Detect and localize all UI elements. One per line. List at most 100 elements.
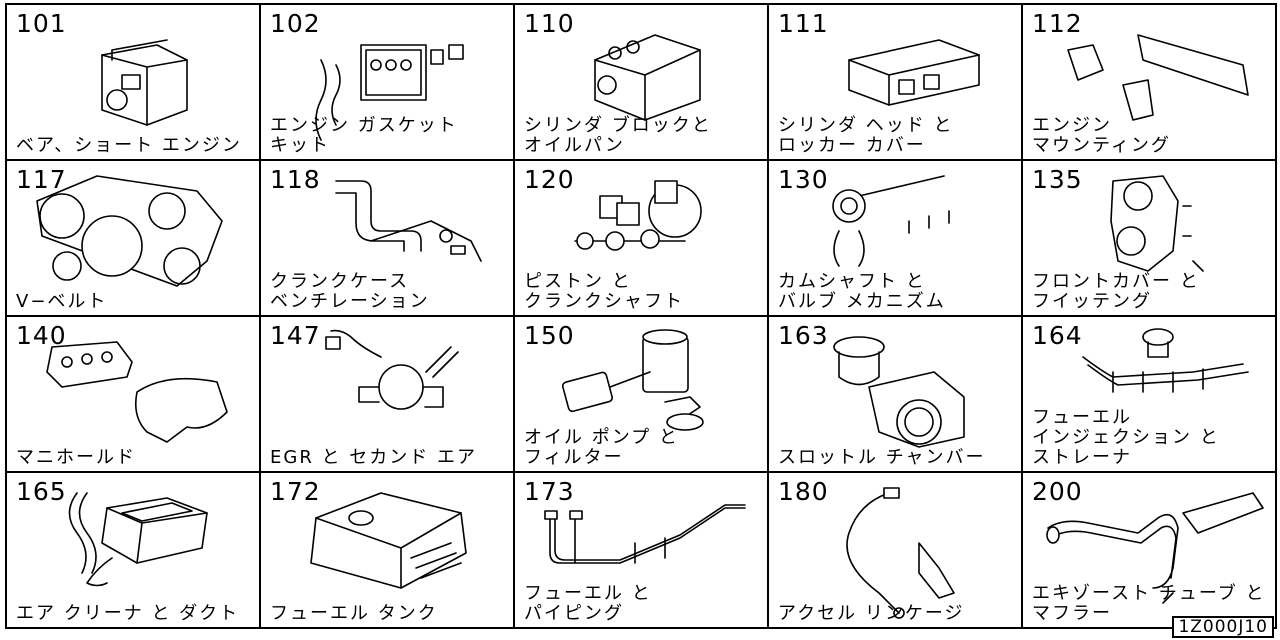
category-label-line: ベンチレーション: [270, 291, 430, 312]
category-label: カムシャフト とバルブ メカニズム: [778, 272, 946, 312]
category-number: 140: [16, 321, 67, 350]
category-cell-102[interactable]: 102 エンジン ガスケットキット: [259, 3, 515, 161]
gasket-kit-icon: [315, 44, 464, 141]
category-number: 172: [270, 477, 321, 506]
fuel-piping-icon: [544, 504, 746, 564]
diagram-code: 1Z000J10: [1172, 616, 1274, 638]
category-label: フューエルインジェクション とストレーナ: [1032, 408, 1220, 468]
category-cell-150[interactable]: 150 オイル ポンプ とフィルター: [513, 315, 769, 473]
egr-valve-icon: [325, 329, 459, 410]
category-label: シリンダ ヘッド とロッカー カバー: [778, 116, 953, 156]
category-label: マニホールド: [16, 448, 136, 468]
category-label-line: シリンダ ヘッド と: [778, 115, 954, 136]
camshaft-valve-icon: [832, 175, 950, 267]
throttle-chamber-icon: [833, 336, 965, 448]
category-label-line: V−ベルト: [16, 291, 108, 312]
category-label-line: カムシャフト と: [778, 271, 926, 292]
category-cell-110[interactable]: 110 シリンダ ブロックとオイルパン: [513, 3, 769, 161]
category-number: 130: [778, 165, 829, 194]
category-label-line: フイッテング: [1032, 291, 1152, 312]
category-label: フューエル とパイピング: [524, 584, 652, 624]
category-label: エンジンマウンティング: [1032, 116, 1171, 156]
category-number: 101: [16, 9, 67, 38]
category-label: フロントカバー とフイッテング: [1032, 272, 1200, 312]
category-label: アクセル リンケージ: [778, 604, 964, 624]
category-cell-140[interactable]: 140 マニホールド: [5, 315, 261, 473]
accelerator-linkage-icon: [846, 487, 955, 619]
category-label: スロットル チャンバー: [778, 448, 986, 468]
category-label-line: マニホールド: [16, 447, 136, 468]
category-cell-111[interactable]: 111 シリンダ ヘッド とロッカー カバー: [767, 3, 1023, 161]
category-label-line: フューエル タンク: [270, 603, 438, 624]
category-cell-172[interactable]: 172 フューエル タンク: [259, 471, 515, 629]
cylinder-head-icon: [848, 39, 980, 106]
category-label-line: ベア、ショート エンジン: [16, 135, 242, 156]
front-cover-icon: [1110, 175, 1204, 272]
category-number: 165: [16, 477, 67, 506]
category-label-line: ピストン と: [524, 271, 632, 292]
category-number: 110: [524, 9, 575, 38]
category-cell-101[interactable]: 101 ベア、ショート エンジン: [5, 3, 261, 161]
category-label-line: シリンダ ブロックと: [524, 115, 712, 136]
air-cleaner-icon: [68, 492, 208, 587]
category-label-line: スロットル チャンバー: [778, 447, 986, 468]
category-label: エア クリーナ と ダクト: [16, 604, 239, 624]
category-cell-135[interactable]: 135 フロントカバー とフイッテング: [1021, 159, 1277, 317]
engine-mount-icon: [1067, 34, 1249, 121]
category-label-line: オイル ポンプ と: [524, 427, 679, 448]
engine-block-icon: [101, 39, 188, 126]
category-label-line: オイルパン: [524, 135, 625, 156]
category-label-line: エンジン ガスケット: [270, 115, 458, 136]
category-cell-165[interactable]: 165 エア クリーナ と ダクト: [5, 471, 261, 629]
category-label-line: エキゾースト チューブ と: [1032, 583, 1266, 604]
piston-crankshaft-icon: [574, 180, 702, 251]
category-cell-180[interactable]: 180 アクセル リンケージ: [767, 471, 1023, 629]
category-label: ベア、ショート エンジン: [16, 136, 242, 156]
category-label-line: キット: [270, 135, 330, 156]
v-belt-icon: [36, 175, 223, 287]
category-label-line: インジェクション と: [1032, 427, 1220, 448]
category-label-line: フューエル: [1032, 407, 1132, 428]
category-label-line: クランクシャフト: [524, 291, 684, 312]
category-label-line: EGR と セカンド エア: [270, 447, 477, 468]
category-cell-173[interactable]: 173 フューエル とパイピング: [513, 471, 769, 629]
cylinder-block-icon: [594, 34, 701, 121]
manifold-icon: [46, 341, 228, 443]
exhaust-muffler-icon: [1046, 492, 1264, 604]
category-number: 173: [524, 477, 575, 506]
category-label: フューエル タンク: [270, 604, 438, 624]
fuel-tank-icon: [310, 492, 467, 589]
category-label-line: ストレーナ: [1032, 447, 1132, 468]
category-number: 164: [1032, 321, 1083, 350]
category-label: オイル ポンプ とフィルター: [524, 428, 679, 468]
category-number: 102: [270, 9, 321, 38]
category-label: ピストン とクランクシャフト: [524, 272, 684, 312]
category-label: シリンダ ブロックとオイルパン: [524, 116, 712, 156]
category-number: 200: [1032, 477, 1083, 506]
category-cell-164[interactable]: 164 フューエルインジェクション とストレーナ: [1021, 315, 1277, 473]
category-cell-163[interactable]: 163 スロットル チャンバー: [767, 315, 1023, 473]
category-label-line: フューエル と: [524, 583, 652, 604]
category-label-line: ロッカー カバー: [778, 135, 926, 156]
category-label-line: バルブ メカニズム: [778, 291, 946, 312]
parts-category-grid: 101 ベア、ショート エンジン 102 エンジン ガスケットキット 110 シリンダ ブ…: [5, 3, 1277, 629]
category-number: 150: [524, 321, 575, 350]
fuel-injection-icon: [1082, 328, 1249, 393]
category-label-line: エア クリーナ と ダクト: [16, 603, 240, 624]
category-number: 118: [270, 165, 321, 194]
category-label-line: アクセル リンケージ: [778, 603, 965, 624]
category-number: 111: [778, 9, 829, 38]
category-label-line: フィルター: [524, 447, 624, 468]
category-label: V−ベルト: [16, 292, 107, 312]
category-number: 163: [778, 321, 829, 350]
category-cell-130[interactable]: 130 カムシャフト とバルブ メカニズム: [767, 159, 1023, 317]
category-number: 180: [778, 477, 829, 506]
category-label-line: パイピング: [524, 603, 624, 624]
category-number: 135: [1032, 165, 1083, 194]
